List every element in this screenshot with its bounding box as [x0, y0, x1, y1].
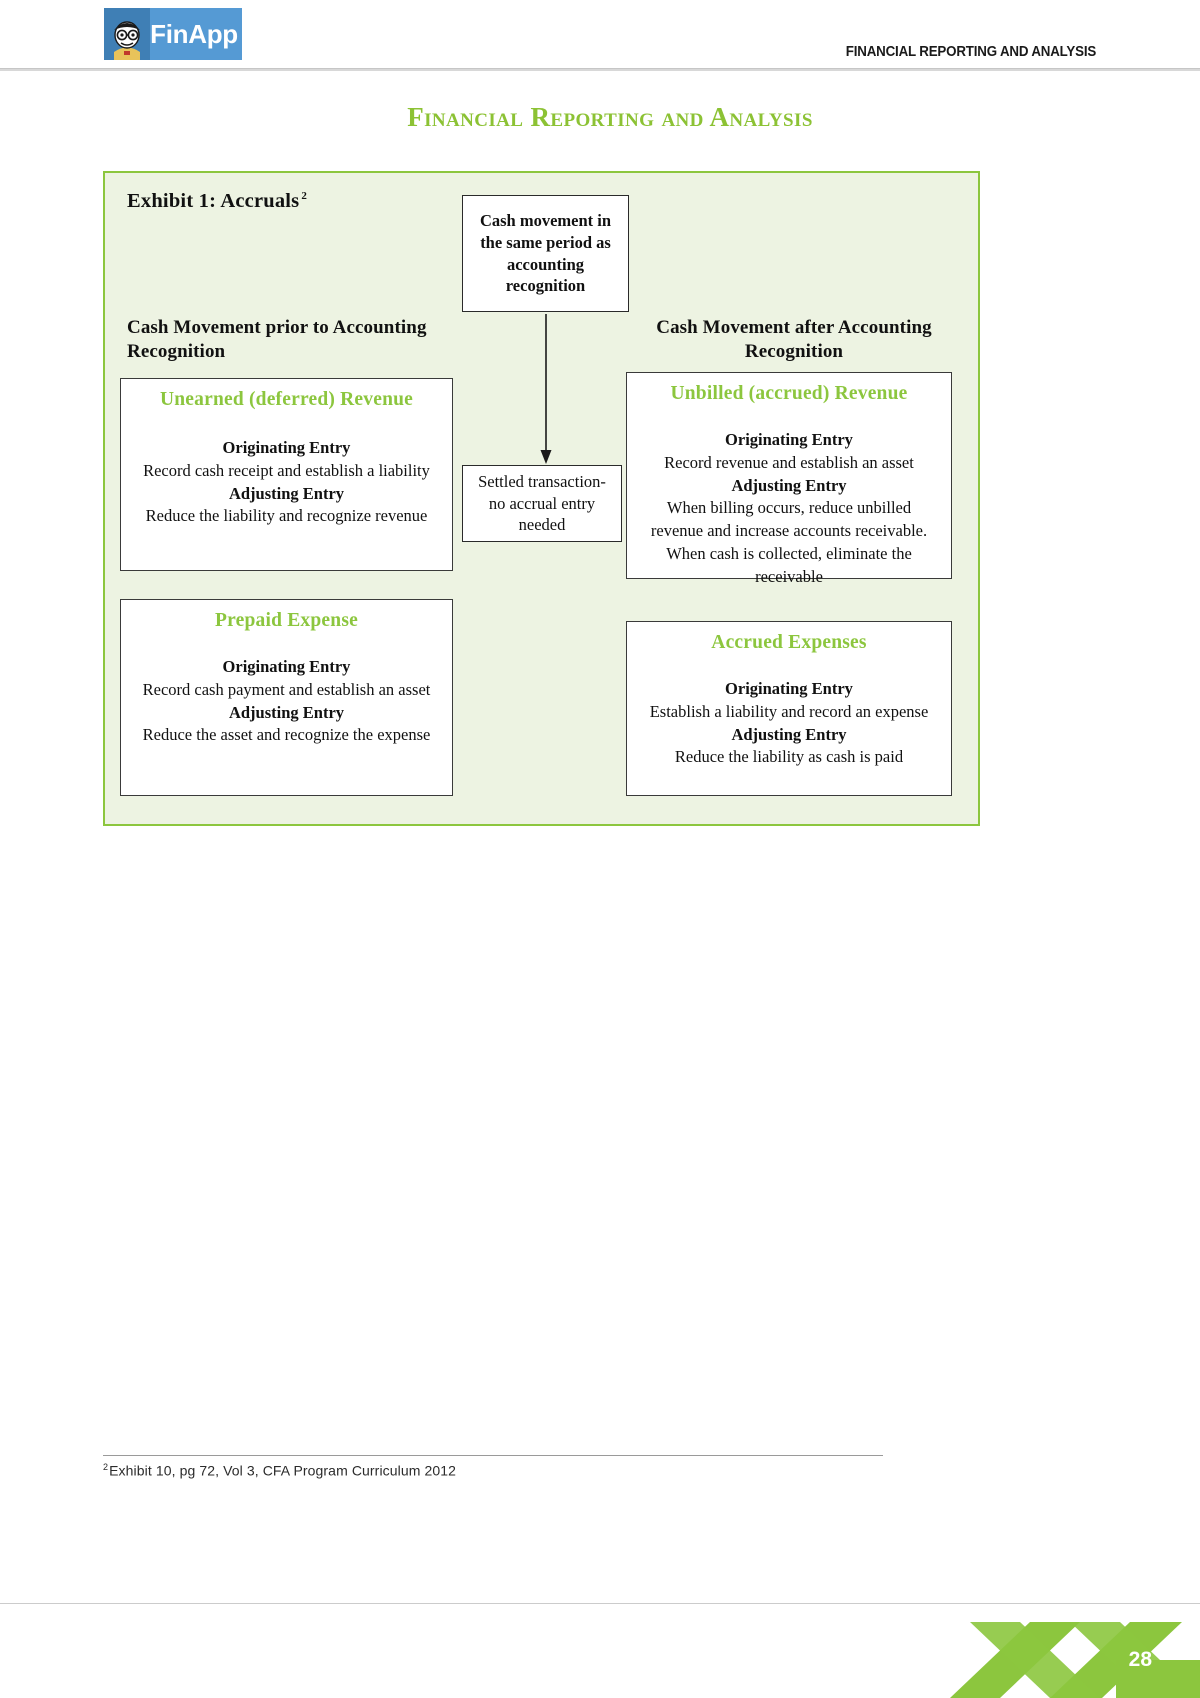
- originating-entry-label: Originating Entry: [222, 438, 351, 457]
- avatar-face-icon: [104, 8, 150, 60]
- prepaid-expense-title: Prepaid Expense: [215, 610, 358, 631]
- running-head: FINANCIAL REPORTING AND ANALYSIS: [845, 44, 1096, 60]
- adjusting-entry-label: Adjusting Entry: [228, 702, 345, 722]
- unearned-revenue-title: Unearned (deferred) Revenue: [159, 389, 414, 410]
- accrued-expenses-body: Originating Entry Establish a liability …: [639, 678, 939, 769]
- originating-entry-text: Record cash receipt and establish a liab…: [143, 460, 430, 480]
- header-divider: [0, 68, 1200, 71]
- exhibit-footnote-marker: 2: [301, 190, 308, 203]
- accrued-expenses-title: Accrued Expenses: [711, 632, 867, 653]
- left-column-heading: Cash Movement prior to Accounting Recogn…: [127, 317, 427, 363]
- adjusting-entry-text: When billing occurs, reduce unbilled rev…: [650, 498, 928, 586]
- down-arrow-icon: [539, 314, 553, 464]
- accrued-expenses-box: Accrued Expenses Originating Entry Estab…: [626, 621, 952, 796]
- originating-entry-label: Originating Entry: [725, 430, 853, 449]
- adjusting-entry-label: Adjusting Entry: [731, 724, 847, 744]
- prepaid-expense-box: Prepaid Expense Originating Entry Record…: [120, 599, 453, 796]
- originating-entry-label: Originating Entry: [222, 657, 351, 676]
- footer-chevron-graphic: [0, 1604, 1200, 1698]
- unbilled-revenue-body: Originating Entry Record revenue and est…: [639, 429, 939, 588]
- originating-entry-text: Record cash payment and establish an ass…: [142, 679, 431, 699]
- exhibit-label-text: Exhibit 1: Accruals: [127, 190, 300, 212]
- right-column-heading: Cash Movement after Accounting Recogniti…: [656, 317, 932, 363]
- adjusting-entry-text: Reduce the liability and recognize reven…: [145, 506, 428, 526]
- footnote-divider: [103, 1455, 883, 1456]
- originating-entry-text: Record revenue and establish an asset: [664, 452, 914, 472]
- originating-entry-label: Originating Entry: [725, 679, 853, 698]
- footer-divider: [0, 1603, 1200, 1604]
- adjusting-entry-label: Adjusting Entry: [731, 475, 847, 495]
- prepaid-expense-body: Originating Entry Record cash payment an…: [133, 656, 440, 747]
- unbilled-revenue-title: Unbilled (accrued) Revenue: [670, 383, 908, 404]
- unbilled-revenue-box: Unbilled (accrued) Revenue Originating E…: [626, 372, 952, 586]
- cash-movement-same-period-box: Cash movement in the same period as acco…: [462, 195, 629, 312]
- adjusting-entry-text: Reduce the liability as cash is paid: [674, 747, 904, 767]
- page-header: FinApp FINANCIAL REPORTING AND ANALYSIS: [0, 0, 1200, 72]
- footnote-text: Exhibit 10, pg 72, Vol 3, CFA Program Cu…: [109, 1462, 457, 1479]
- unearned-revenue-box: Unearned (deferred) Revenue Originating …: [120, 378, 453, 571]
- adjusting-entry-text: Reduce the asset and recognize the expen…: [142, 725, 431, 745]
- originating-entry-text: Establish a liability and record an expe…: [649, 701, 929, 721]
- finapp-logo: FinApp: [104, 8, 242, 60]
- adjusting-entry-label: Adjusting Entry: [228, 483, 345, 503]
- page-number: 28: [1128, 1648, 1152, 1671]
- footnote-marker: 2: [103, 1462, 109, 1472]
- footnote: 2Exhibit 10, pg 72, Vol 3, CFA Program C…: [103, 1462, 456, 1479]
- settled-transaction-box: Settled transaction- no accrual entry ne…: [462, 465, 622, 542]
- logo-text: FinApp: [150, 18, 238, 49]
- page-title: Financial Reporting and Analysis: [407, 102, 813, 132]
- unearned-revenue-body: Originating Entry Record cash receipt an…: [133, 437, 440, 528]
